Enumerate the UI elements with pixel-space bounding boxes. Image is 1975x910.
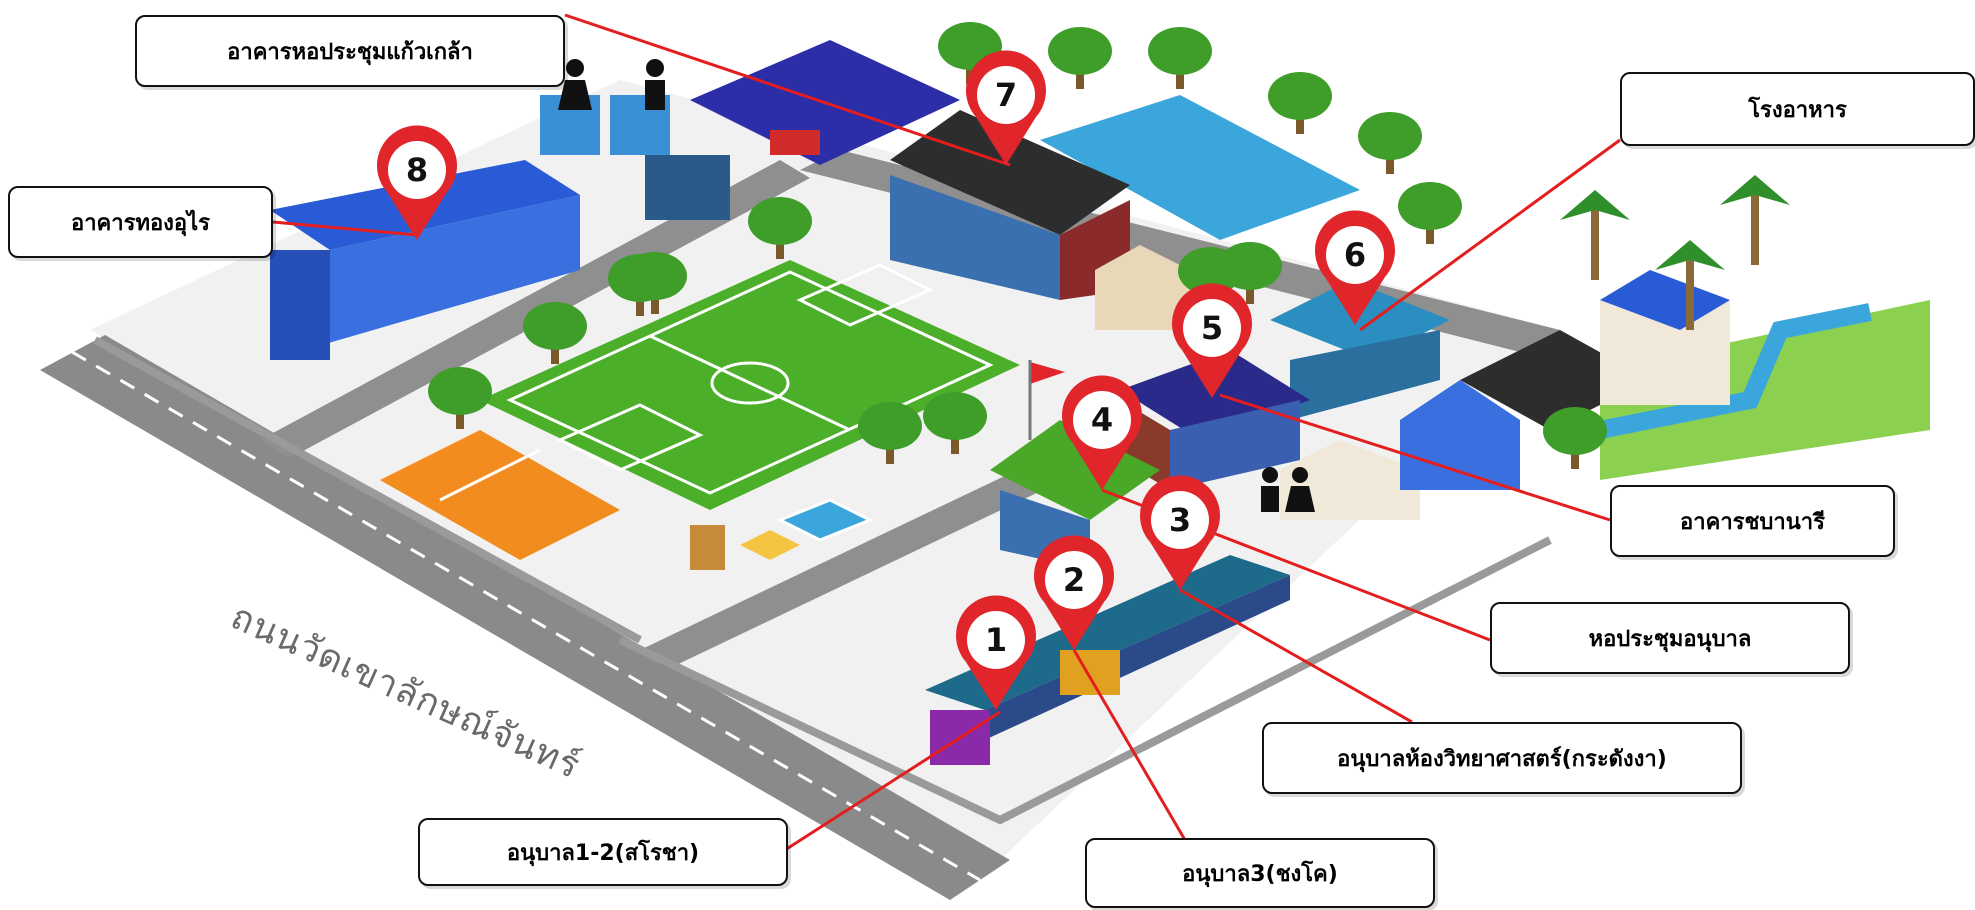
map-pin-inner (977, 66, 1035, 124)
leader-line-8 (272, 220, 418, 237)
sandbox (740, 530, 800, 560)
main-road (40, 335, 1010, 900)
small-house (1095, 245, 1190, 330)
building-8-side (270, 250, 330, 360)
map-pin-icon[interactable]: 6 (1314, 210, 1395, 325)
tree-icon (523, 302, 587, 364)
palm-tree-icon (1655, 240, 1725, 330)
tree-icon (923, 392, 987, 454)
location-label-3[interactable]: อนุบาลห้องวิทยาศาสตร์(กระดังงา) (1262, 722, 1742, 794)
fence-west (93, 336, 642, 644)
field-center-circle (710, 361, 790, 405)
leader-line-1 (784, 710, 1001, 852)
building-7-roof (890, 110, 1130, 235)
map-pin-inner (1183, 299, 1241, 357)
tree-icon (748, 197, 812, 259)
leader-line-2 (1072, 649, 1187, 841)
map-pin-number: 8 (406, 151, 428, 189)
tree-icon (608, 254, 672, 316)
leader-line-5 (1219, 393, 1611, 522)
building-5-roof (1120, 350, 1310, 440)
map-pin-number: 7 (995, 76, 1017, 114)
leader-lines (272, 13, 1621, 852)
tree-icon (1268, 72, 1332, 134)
map-pin-icon[interactable]: 7 (966, 50, 1046, 165)
main-road-centerline (71, 350, 981, 882)
blue-court (1040, 95, 1360, 240)
house-east-1 (1280, 440, 1420, 520)
map-pin-number: 4 (1091, 401, 1113, 439)
location-label-2[interactable]: อนุบาล3(ชงโค) (1085, 838, 1435, 908)
map-pin-icon[interactable]: 3 (1140, 475, 1220, 590)
fence-south (618, 536, 1552, 825)
location-label-4[interactable]: หอประชุมอนุบาล (1490, 602, 1850, 674)
map-pin-number: 2 (1063, 561, 1085, 599)
map-pin-icon[interactable]: 8 (377, 125, 457, 240)
map-pin-inner (967, 611, 1025, 669)
restroom-female-icon (1285, 467, 1315, 512)
map-pin-number: 3 (1169, 501, 1191, 539)
playground-slide (690, 525, 725, 570)
river-bank (1600, 300, 1930, 480)
map-pins: 1 2 3 4 5 6 7 8 (377, 50, 1395, 710)
inner-road-south (640, 440, 1110, 668)
location-label-1[interactable]: อนุบาล1-2(สโรชา) (418, 818, 788, 886)
pavilion (645, 155, 730, 220)
map-pin-number: 5 (1201, 309, 1223, 347)
building-7-front (890, 175, 1060, 300)
restroom-male-icon (645, 59, 665, 110)
tree-icon (1048, 27, 1112, 89)
goal-box-west (556, 403, 704, 472)
map-pin-number: 6 (1344, 236, 1366, 274)
palm-tree-icon (1720, 175, 1790, 265)
trees (428, 22, 1790, 469)
location-label-8[interactable]: อาคารทองอุไร (8, 186, 273, 258)
flag (1030, 362, 1065, 384)
leader-line-7 (564, 13, 1011, 167)
parked-car (770, 130, 820, 155)
building-8-front (270, 195, 580, 360)
building-2-accent (1060, 650, 1120, 695)
river (1598, 303, 1872, 439)
tree-icon (1358, 112, 1422, 174)
restroom-female-icon (558, 59, 592, 110)
leader-line-3 (1179, 588, 1413, 724)
map-pin-inner (1151, 491, 1209, 549)
tree-icon (858, 402, 922, 464)
map-pin-icon[interactable]: 5 (1172, 283, 1252, 398)
field-center-line (649, 334, 851, 432)
volleyball-net (439, 448, 541, 502)
leader-line-6 (1359, 138, 1621, 332)
map-pin-number: 1 (985, 621, 1007, 659)
tree-icon (1398, 182, 1462, 244)
map-pin-inner (1045, 551, 1103, 609)
goal-box-east (796, 263, 934, 327)
swimming-pool (776, 498, 874, 542)
map-pin-icon[interactable]: 1 (955, 595, 1036, 710)
volleyball-court (380, 430, 620, 560)
tree-icon (428, 367, 492, 429)
palm-tree-icon (1560, 190, 1630, 280)
tree-icon (1148, 27, 1212, 89)
map-pin-inner (1326, 226, 1384, 284)
location-label-6[interactable]: โรงอาหาร (1620, 72, 1975, 146)
tree-icon (1218, 242, 1282, 304)
building-6-front (1290, 330, 1440, 420)
map-pin-inner (388, 141, 446, 199)
map-pin-icon[interactable]: 4 (1061, 375, 1142, 490)
restroom-male-icon (1261, 467, 1279, 512)
map-pin-icon[interactable]: 2 (1033, 535, 1114, 650)
field-lines (506, 270, 994, 495)
location-label-5[interactable]: อาคารชบานารี (1610, 485, 1895, 557)
location-label-7[interactable]: อาคารหอประชุมแก้วเกล้า (135, 15, 565, 87)
map-pin-inner (1073, 391, 1131, 449)
tree-icon (1543, 407, 1607, 469)
house-corner-roof (1600, 270, 1730, 330)
